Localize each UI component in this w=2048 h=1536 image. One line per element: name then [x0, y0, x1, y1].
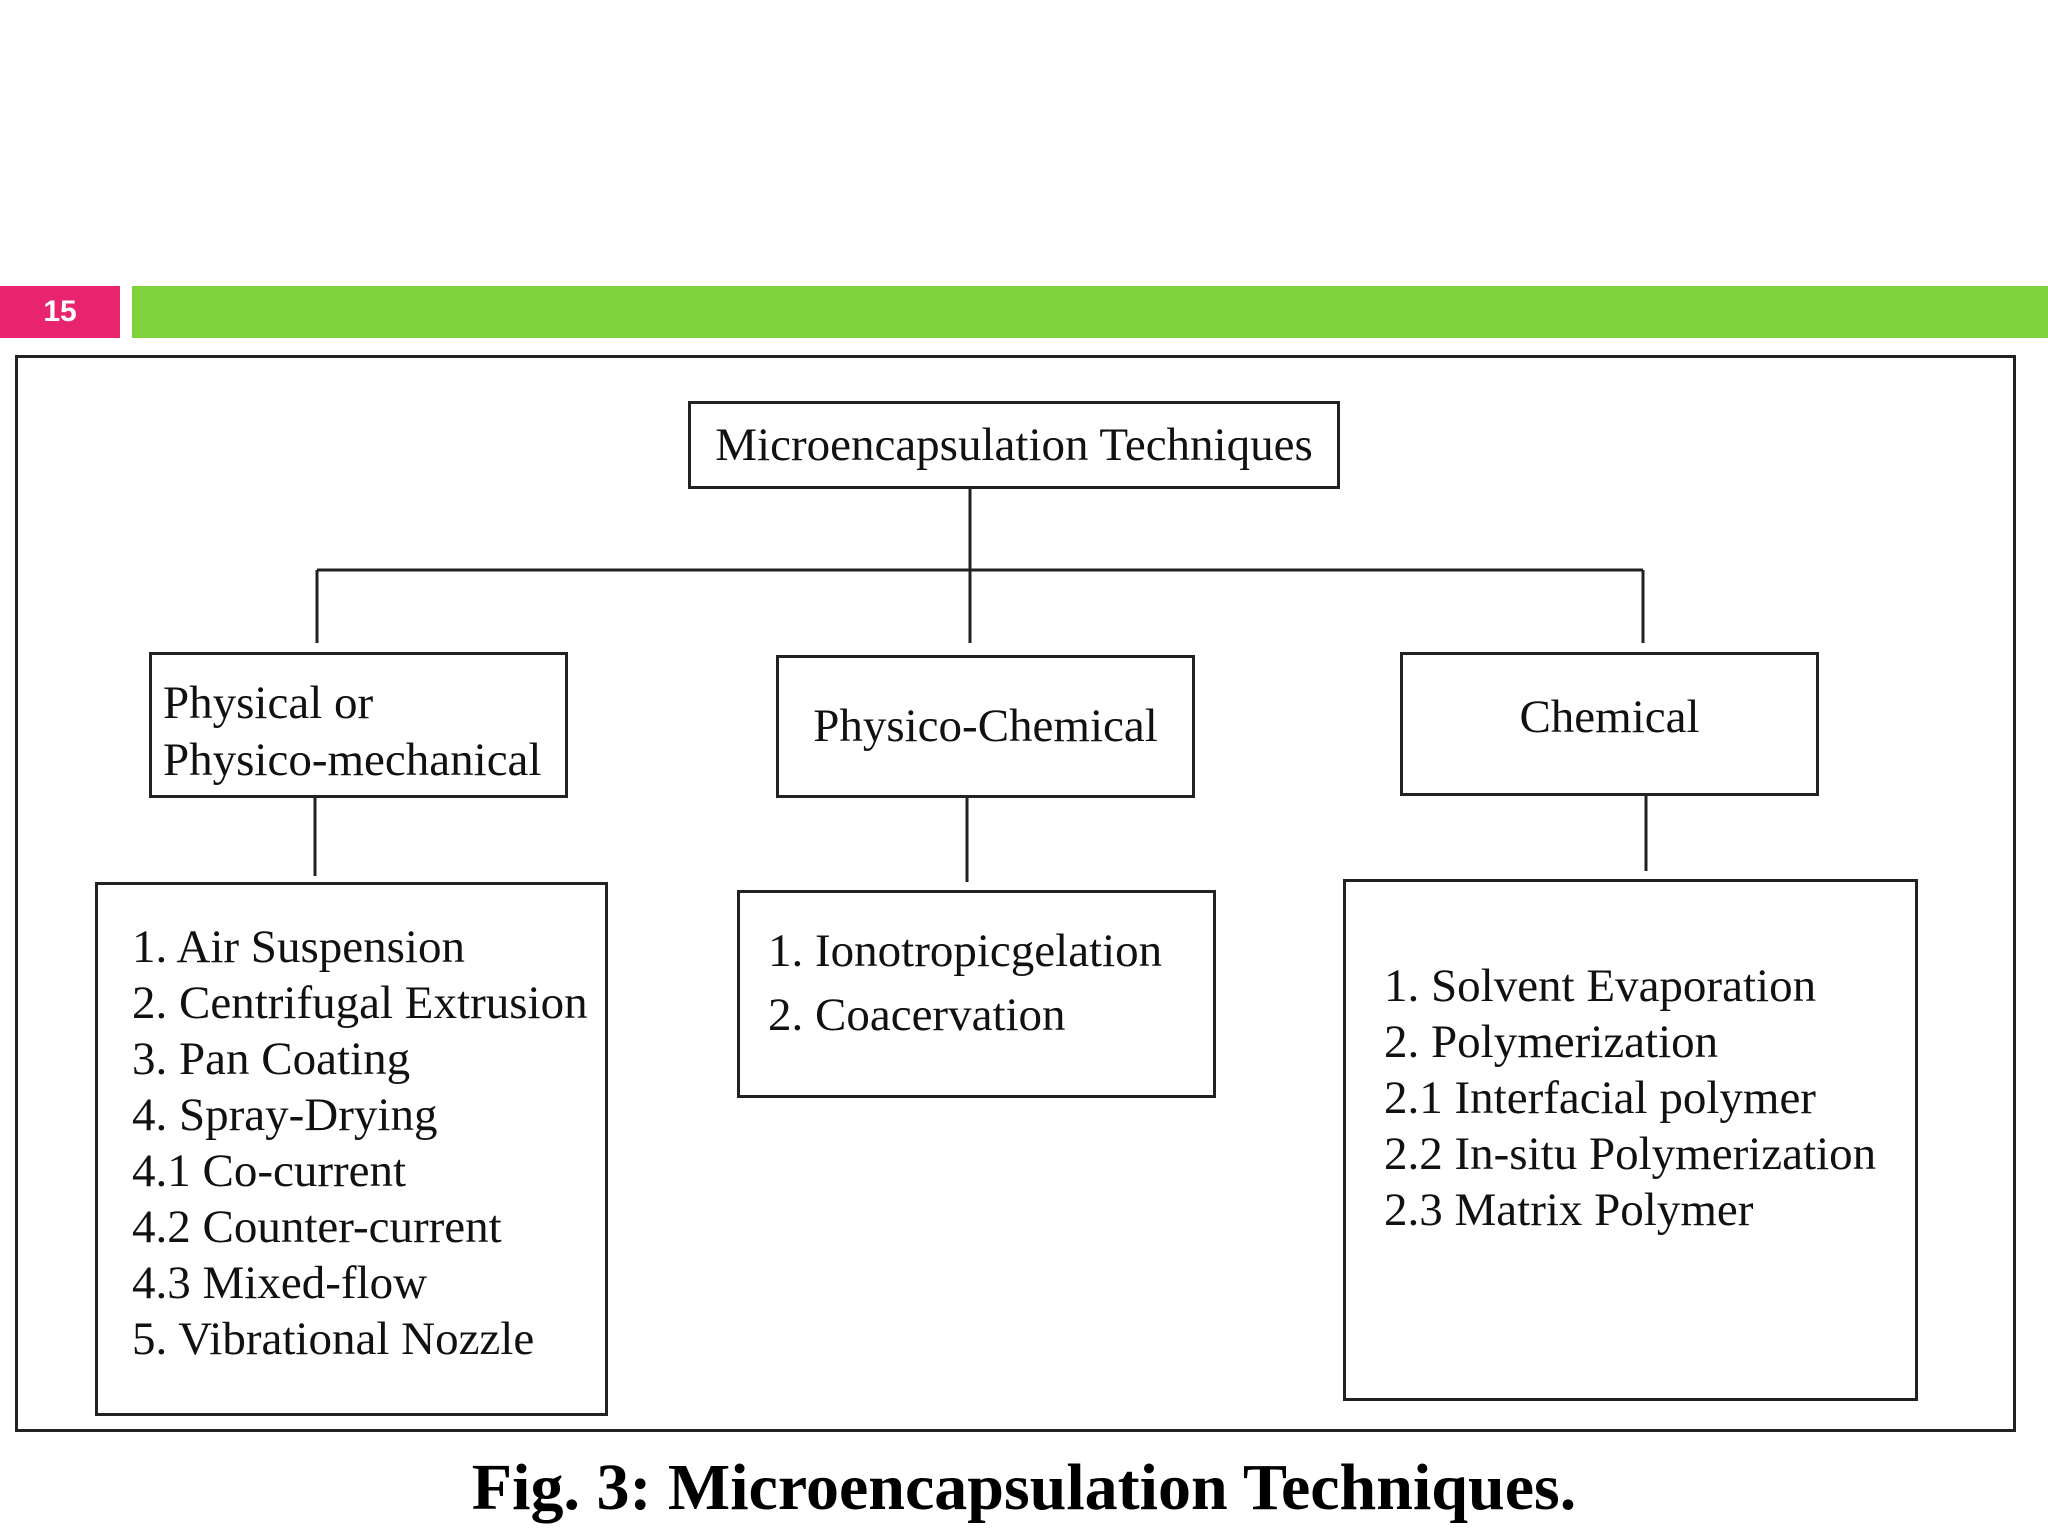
- figure-caption: Fig. 3: Microencapsulation Techniques.: [471, 1451, 1577, 1524]
- list-item: 2. Centrifugal Extrusion: [132, 977, 588, 1029]
- list-item: 4.1 Co-current: [132, 1145, 407, 1197]
- physico-chemical-techniques-list-box: 1. Ionotropicgelation 2. Coacervation: [737, 890, 1216, 1098]
- list-item: 1. Solvent Evaporation: [1384, 960, 1817, 1012]
- list-item: 5. Vibrational Nozzle: [132, 1313, 535, 1365]
- category-physico-chemical-label: Physico-Chemical: [813, 700, 1158, 752]
- category-physico-chemical-node: Physico-Chemical: [776, 655, 1195, 798]
- root-node: Microencapsulation Techniques: [688, 401, 1340, 489]
- category-chemical-label: Chemical: [1519, 691, 1700, 743]
- physical-techniques-list: 1. Air Suspension 2. Centrifugal Extrusi…: [132, 919, 605, 1367]
- diagram-frame: [15, 355, 2016, 1432]
- root-node-label: Microencapsulation Techniques: [715, 419, 1313, 471]
- list-item: 4.2 Counter-current: [132, 1201, 502, 1253]
- category-physical-label-line-1: Physical or: [163, 677, 374, 729]
- list-item: 2.1 Interfacial polymer: [1384, 1072, 1816, 1124]
- list-item: 4. Spray-Drying: [132, 1089, 438, 1141]
- list-item: 4.3 Mixed-flow: [132, 1257, 428, 1309]
- list-item: 3. Pan Coating: [132, 1033, 411, 1085]
- slide-number: 15: [43, 295, 77, 328]
- slide-number-badge: 15: [0, 286, 120, 338]
- header-accent-bar: [132, 286, 2048, 338]
- category-chemical-node: Chemical: [1400, 652, 1819, 796]
- chemical-techniques-list-box: 1. Solvent Evaporation 2. Polymerization…: [1343, 879, 1918, 1401]
- list-item: 2.3 Matrix Polymer: [1384, 1184, 1754, 1236]
- category-physical-label-line-2: Physico-mechanical: [163, 734, 542, 786]
- list-item: 1. Air Suspension: [132, 921, 465, 973]
- list-item: 2. Polymerization: [1384, 1016, 1719, 1068]
- physical-techniques-list-box: 1. Air Suspension 2. Centrifugal Extrusi…: [95, 882, 608, 1416]
- chemical-techniques-list: 1. Solvent Evaporation 2. Polymerization…: [1384, 958, 1915, 1238]
- list-item: 1. Ionotropicgelation: [768, 925, 1163, 977]
- physico-chemical-techniques-list: 1. Ionotropicgelation 2. Coacervation: [768, 919, 1213, 1047]
- list-item: 2. Coacervation: [768, 989, 1066, 1041]
- list-item: 2.2 In-situ Polymerization: [1384, 1128, 1877, 1180]
- category-physical-node: Physical or Physico-mechanical: [149, 652, 568, 798]
